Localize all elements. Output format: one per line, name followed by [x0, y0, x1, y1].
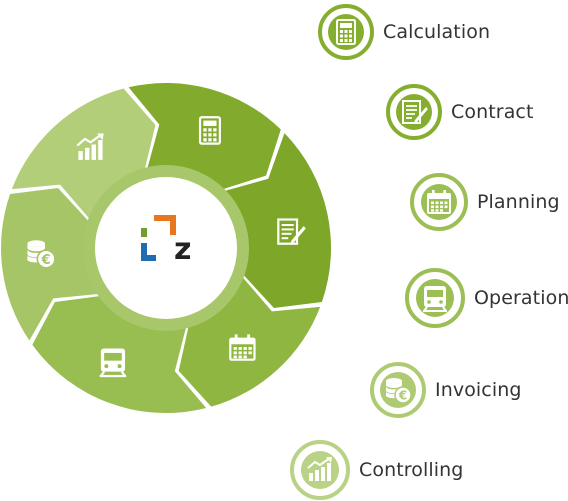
- calendar-icon: [229, 334, 256, 361]
- contract-icon: [277, 218, 306, 245]
- legend-label: Contract: [451, 101, 534, 123]
- wheel-icons: €: [27, 116, 306, 378]
- legend-item-calculation: Calculation: [318, 4, 490, 60]
- legend-item-contract: Contract: [386, 84, 534, 140]
- legend-badge: [405, 268, 465, 328]
- legend-label: Calculation: [383, 21, 491, 43]
- contract-icon: [402, 100, 428, 124]
- legend-badge: [410, 173, 468, 231]
- center-logo: z: [141, 215, 191, 267]
- euro-coins-icon: €: [386, 378, 412, 404]
- wheel-segment-controlling: [11, 88, 156, 219]
- calculator-icon: [198, 116, 221, 145]
- calendar-icon: [427, 190, 451, 214]
- legend-item-controlling: Controlling: [290, 440, 463, 500]
- svg-text:€: €: [41, 253, 51, 268]
- legend-badge: [290, 440, 350, 500]
- legend-label: Operation: [474, 287, 568, 309]
- logo-letter: z: [174, 232, 191, 267]
- legend-badge: €: [370, 362, 426, 418]
- euro-coins-icon: €: [27, 240, 56, 269]
- legend-label: Controlling: [359, 459, 464, 481]
- legend-item-operation: Operation: [405, 268, 568, 328]
- train-icon: [99, 348, 127, 378]
- legend-badge: [318, 4, 374, 60]
- calculator-icon: [336, 19, 356, 45]
- legend-item-planning: Planning: [410, 173, 560, 231]
- legend-item-invoicing: € Invoicing: [370, 362, 522, 418]
- train-icon: [423, 286, 447, 312]
- inner-ring: [83, 165, 249, 331]
- legend-badge: [386, 84, 442, 140]
- legend-label: Invoicing: [435, 379, 522, 401]
- legend-label: Planning: [477, 191, 560, 213]
- svg-text:€: €: [398, 389, 407, 403]
- chart-icon: [307, 457, 332, 481]
- center-disc: [100, 182, 232, 314]
- chart-icon: [76, 133, 104, 160]
